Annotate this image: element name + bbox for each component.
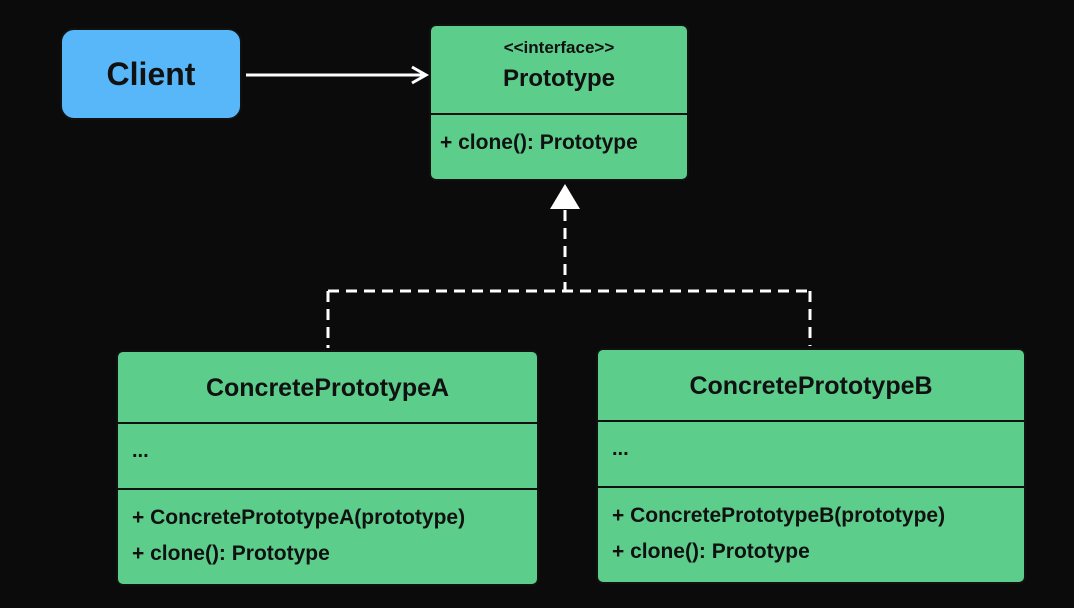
prototype-interface-box: <<interface>> Prototype + clone(): Proto… (429, 24, 689, 181)
association-arrowhead (411, 65, 430, 85)
concrete-b-operation: + ConcretePrototypeB(prototype) (612, 504, 946, 527)
concrete-a-operations: + ConcretePrototypeA(prototype) + clone(… (118, 490, 537, 572)
prototype-stereotype: <<interface>> (503, 38, 615, 57)
concrete-b-attributes: ... (598, 422, 1024, 488)
concrete-a-operation: + clone(): Prototype (132, 542, 330, 565)
prototype-operations: + clone(): Prototype (431, 115, 687, 156)
concrete-a-name: ConcretePrototypeA (118, 352, 537, 424)
concrete-a-operation: + ConcretePrototypeA(prototype) (132, 506, 466, 529)
concrete-a-attributes: ... (118, 424, 537, 490)
client-box: Client (60, 28, 242, 120)
concrete-prototype-b-box: ConcretePrototypeB ... + ConcretePrototy… (596, 348, 1026, 584)
prototype-name: Prototype (502, 65, 615, 92)
prototype-header: <<interface>> Prototype (431, 26, 687, 115)
client-label: Client (106, 55, 196, 92)
prototype-operation: + clone(): Prototype (440, 131, 638, 154)
realization-arrowhead (550, 184, 580, 209)
concrete-b-name: ConcretePrototypeB (598, 350, 1024, 422)
concrete-prototype-a-box: ConcretePrototypeA ... + ConcretePrototy… (116, 350, 539, 586)
concrete-b-operation: + clone(): Prototype (612, 540, 810, 563)
concrete-b-operations: + ConcretePrototypeB(prototype) + clone(… (598, 488, 1024, 570)
